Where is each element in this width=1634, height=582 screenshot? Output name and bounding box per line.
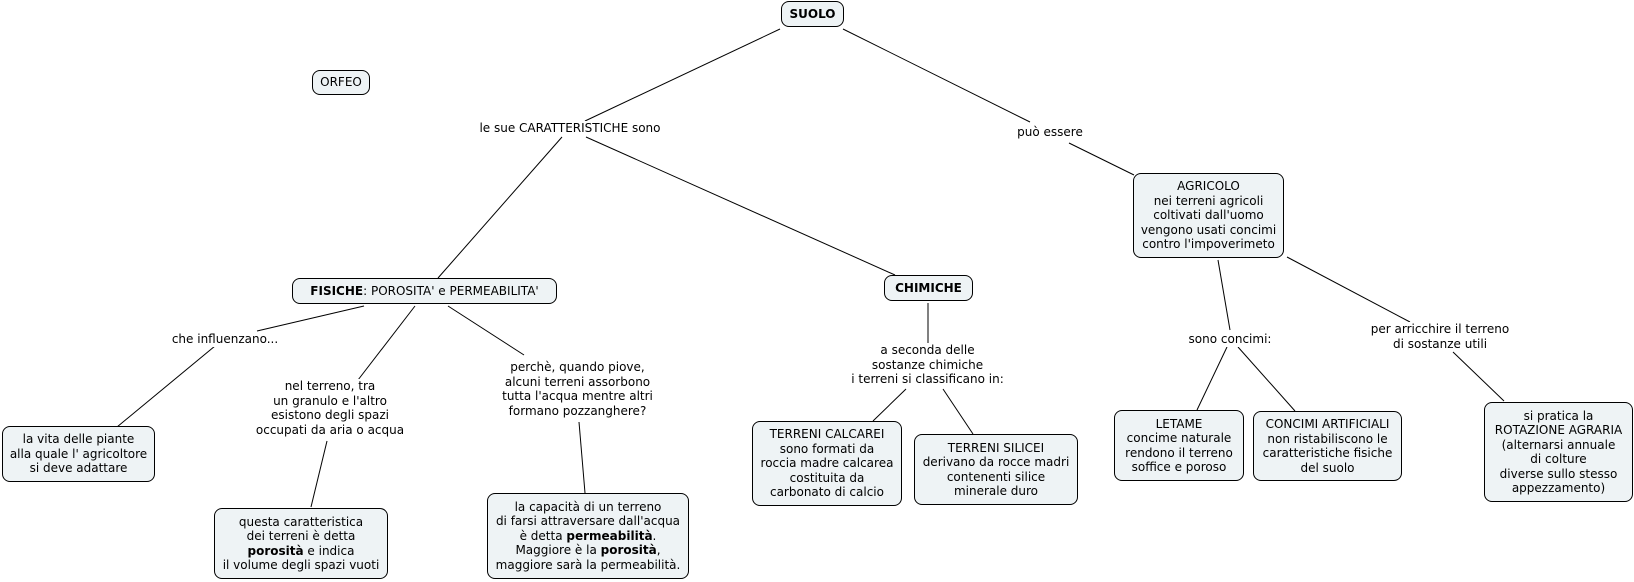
link-label-per-arricchire: per arricchire il terreno di sostanze ut… [1355, 322, 1525, 351]
node-rotazione-agraria-label: si pratica la ROTAZIONE AGRARIA (alterna… [1494, 408, 1623, 496]
link-suolo-puo-essere [842, 28, 1031, 123]
link-label-sono-concimi: sono concimi: [1180, 332, 1280, 347]
link-agricolo-sono-concimi [1217, 259, 1231, 331]
node-suolo-label: SUOLO [789, 6, 836, 21]
link-label-puo-essere: può essere [1010, 125, 1090, 140]
node-concimi-artificiali[interactable]: CONCIMI ARTIFICIALI non ristabiliscono l… [1253, 411, 1402, 481]
node-calcarei[interactable]: TERRENI CALCAREI sono formati da roccia … [752, 421, 902, 506]
link-per-arricchire-rotazione [1452, 351, 1505, 402]
node-fisiche[interactable]: FISICHE: POROSITA' e PERMEABILITA' [292, 278, 557, 304]
node-letame-label: LETAME concime naturale rendono il terre… [1125, 416, 1233, 475]
link-label-influenzano: che influenzano... [160, 332, 290, 347]
link-caratteristiche-fisiche [437, 136, 563, 279]
node-permeabilita-label: la capacità di un terreno di farsi attra… [495, 499, 681, 572]
node-concimi-artificiali-label: CONCIMI ARTIFICIALI non ristabiliscono l… [1262, 417, 1393, 475]
node-agricolo-label: AGRICOLO nei terreni agricoli coltivati … [1140, 179, 1277, 252]
node-vita-piante[interactable]: la vita delle piante alla quale l' agric… [2, 426, 155, 482]
link-agricolo-per-arricchire [1286, 256, 1411, 323]
link-fisiche-influenzano [256, 305, 365, 332]
node-fisiche-bold: FISICHE [310, 283, 364, 298]
node-orfeo-label: ORFEO [320, 75, 362, 90]
node-vita-piante-label: la vita delle piante alla quale l' agric… [9, 432, 148, 476]
link-sono-concimi-artificiali [1237, 346, 1296, 412]
link-label-a-seconda: a seconda delle sostanze chimiche i terr… [840, 343, 1015, 387]
link-puo-essere-agricolo [1068, 142, 1135, 176]
link-nel-terreno-porosita [310, 440, 328, 508]
link-fisiche-perche [447, 305, 525, 356]
link-label-perche: perchè, quando piove, alcuni terreni ass… [490, 360, 665, 418]
link-perche-permeabilita [578, 421, 586, 494]
node-permeabilita[interactable]: la capacità di un terreno di farsi attra… [487, 493, 689, 579]
node-suolo[interactable]: SUOLO [781, 1, 844, 27]
node-chimiche[interactable]: CHIMICHE [884, 275, 973, 301]
node-calcarei-label: TERRENI CALCAREI sono formati da roccia … [760, 427, 894, 500]
link-suolo-caratteristiche [584, 28, 781, 122]
node-chimiche-label: CHIMICHE [895, 280, 962, 295]
node-porosita[interactable]: questa caratteristica dei terreni è dett… [214, 508, 388, 579]
node-silicei[interactable]: TERRENI SILICEI derivano da rocce madri … [914, 434, 1078, 505]
link-sono-concimi-letame [1196, 346, 1228, 411]
node-letame[interactable]: LETAME concime naturale rendono il terre… [1114, 410, 1244, 481]
link-caratteristiche-chimiche [585, 136, 896, 276]
node-orfeo[interactable]: ORFEO [312, 70, 370, 95]
link-a-seconda-calcarei [872, 388, 907, 422]
link-label-caratteristiche: le sue CARATTERISTICHE sono [470, 121, 670, 136]
link-a-seconda-silicei [942, 388, 974, 435]
node-silicei-label: TERRENI SILICEI derivano da rocce madri … [922, 440, 1070, 499]
node-porosita-label: questa caratteristica dei terreni è dett… [222, 514, 380, 573]
node-agricolo[interactable]: AGRICOLO nei terreni agricoli coltivati … [1133, 173, 1284, 258]
link-fisiche-nel-terreno [357, 305, 416, 381]
node-rotazione-agraria[interactable]: si pratica la ROTAZIONE AGRARIA (alterna… [1484, 402, 1633, 502]
link-label-nel-terreno: nel terreno, tra un granulo e l'altro es… [250, 379, 410, 437]
link-influenzano-vita [116, 345, 216, 428]
node-fisiche-label: : POROSITA' e PERMEABILITA' [363, 283, 539, 298]
